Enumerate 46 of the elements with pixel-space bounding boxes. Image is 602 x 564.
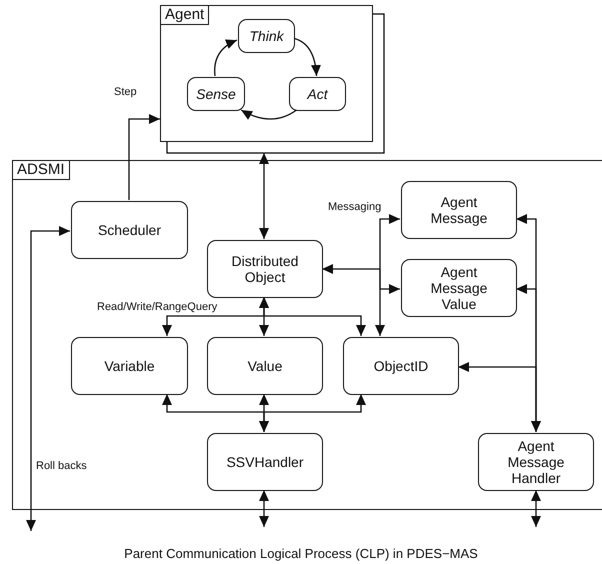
arrow [128, 114, 160, 200]
box-label: Agent Message [430, 194, 488, 226]
arrow [458, 362, 541, 432]
box-label: Act [307, 86, 328, 102]
arrow [375, 269, 385, 336]
arrow [379, 214, 400, 269]
component-box [289, 77, 346, 111]
arrow [259, 297, 366, 336]
component-box [71, 201, 188, 259]
box-label: Sense [196, 86, 236, 102]
arrow [322, 264, 380, 274]
edge-label: Messaging [328, 201, 382, 214]
component-box [478, 433, 594, 491]
box-label: Think [249, 28, 284, 44]
frame-title: ADSMI [13, 161, 70, 180]
arrow [26, 226, 70, 531]
edge-label: Read/Write/RangeQuery [97, 301, 218, 314]
box-label: Value [248, 358, 282, 374]
component-box [401, 181, 517, 239]
component-box [207, 240, 323, 298]
container-frame [12, 160, 602, 510]
box-label: SSVHandler [226, 454, 304, 470]
component-box [238, 19, 295, 53]
component-box [207, 337, 323, 395]
arrow [294, 38, 321, 76]
box-label: Agent Message Value [430, 264, 488, 312]
box-label: Scheduler [98, 222, 162, 238]
edge-label: Step [114, 86, 137, 99]
component-box [401, 259, 517, 317]
arrow [259, 153, 269, 239]
container-frame [160, 5, 373, 142]
component-box [207, 433, 323, 491]
box-label: Agent Message Handler [506, 438, 566, 486]
component-box [343, 337, 459, 395]
box-label: ObjectID [374, 358, 428, 374]
arrow [531, 490, 541, 527]
component-box [187, 77, 245, 111]
component-box [71, 337, 188, 395]
arrow [259, 394, 366, 432]
arrow [259, 490, 269, 527]
arrow [214, 40, 238, 76]
box-label: Variable [104, 358, 155, 374]
box-label: Distributed Object [230, 253, 300, 285]
frame-title: Agent [161, 6, 210, 25]
arrow [240, 109, 297, 120]
caption: Parent Communication Logical Process (CLP) in PDES−MAS [123, 546, 479, 561]
